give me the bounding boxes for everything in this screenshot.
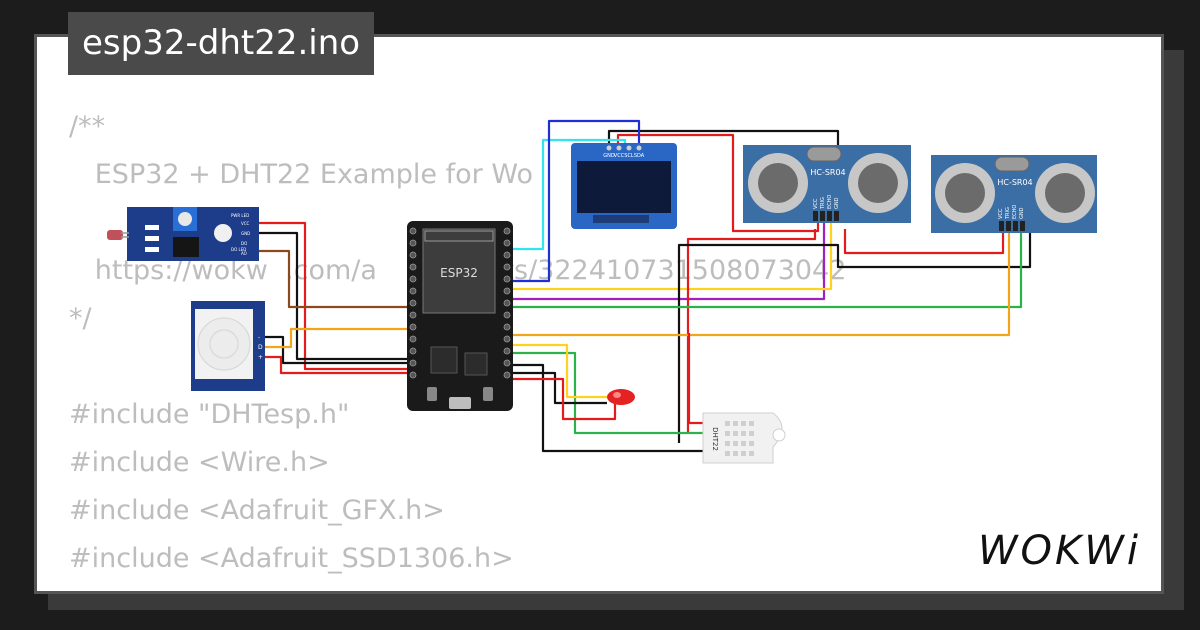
project-title: esp32-dht22.ino: [68, 12, 375, 75]
wire-pir-minus: [265, 335, 411, 365]
wire-pir-plus: [265, 355, 411, 375]
wire-us1-vcc: [686, 229, 817, 433]
ultrasonic-2-label: HC-SR04: [997, 178, 1032, 187]
oled-pin-label: GND: [603, 153, 615, 159]
us2-pin-label: ECHO: [1012, 205, 1018, 219]
oled-display: GND VCC SCL SDA: [571, 143, 677, 229]
us1-pin-label: GND: [834, 197, 840, 209]
pir-pin-label: +: [258, 354, 263, 361]
wire-us1-trig: [511, 213, 826, 301]
wokwi-logo: WOKWi: [978, 528, 1141, 574]
us1-pin-label: TRIG: [820, 197, 826, 210]
us2-pin-label: GND: [1019, 207, 1025, 219]
wire-pir-data: [265, 327, 411, 349]
wire-led-red: [511, 377, 617, 421]
oled-pin-label: SCL: [624, 153, 634, 159]
esp32-label: ESP32: [440, 266, 478, 280]
wire-oled-scl: [511, 138, 627, 251]
oled-pin-label: VCC: [614, 153, 625, 159]
ultrasonic-1-label: HC-SR04: [810, 168, 845, 177]
wire-dht-data: [511, 351, 703, 435]
wire-dht-vcc: [687, 333, 703, 425]
code-line: #include <Wire.h>: [69, 447, 330, 478]
wire-ldr-gnd: [259, 231, 411, 361]
pir-sensor: - D +: [191, 301, 265, 391]
wire-oled-vcc: [616, 133, 820, 233]
wire-us1-echo: [511, 213, 833, 291]
ldr-led-label: DO LED: [231, 247, 246, 252]
wire-ldr-vcc: [259, 221, 411, 371]
ultrasonic-sensor-1: HC-SR04 VCC TRIG ECHO GND: [743, 145, 911, 223]
wire-us2-echo: [511, 227, 1023, 309]
project-card[interactable]: /** ESP32 + DHT22 Example for Wo https:/…: [34, 34, 1164, 594]
code-line: ESP32 + DHT22 Example for Wo: [69, 159, 533, 190]
ldr-pin-label: AO: [241, 251, 247, 256]
code-line: */: [69, 303, 92, 334]
us1-pin-label: ECHO: [827, 195, 833, 209]
dht22-sensor: DHT22: [702, 412, 786, 464]
ldr-pin-label: VCC: [241, 221, 250, 226]
wire-dht-gnd: [511, 363, 703, 453]
ldr-pin-label: GND: [241, 231, 250, 236]
ldr-module: PWR LED DO LED VCC GND DO AO: [107, 207, 259, 261]
pir-pin-label: D: [258, 344, 263, 351]
wire-us1-gnd: [843, 227, 1005, 255]
wire-led-cathode: [511, 371, 607, 405]
us1-pin-label: VCC: [813, 198, 819, 209]
ldr-pin-label: DO: [241, 241, 247, 246]
red-led: [607, 389, 635, 405]
wire-ldr-ao: [259, 249, 411, 309]
code-line: #include <Adafruit_SSD1306.h>: [69, 543, 514, 574]
us2-pin-label: TRIG: [1005, 207, 1011, 220]
ultrasonic-sensor-2: HC-SR04 VCC TRIG ECHO GND: [931, 155, 1097, 233]
wire-oled-sda: [511, 119, 641, 283]
dht22-label: DHT22: [711, 427, 719, 451]
ldr-led-label: PWR LED: [231, 213, 249, 218]
esp32-board: ESP32: [407, 221, 513, 411]
pir-pin-label: -: [258, 334, 260, 341]
code-line: /**: [69, 111, 106, 142]
circuit-diagram: ESP32 GND VCC: [107, 119, 1097, 464]
oled-pin-label: SDA: [634, 153, 645, 159]
us2-pin-label: VCC: [998, 208, 1004, 219]
wire-us2-gnd: [677, 227, 1032, 443]
wire-led-anode: [511, 343, 607, 399]
wire-us2-trig: [511, 227, 1011, 337]
code-line: #include <Adafruit_GFX.h>: [69, 495, 445, 526]
code-line: #include "DHTesp.h": [69, 399, 350, 430]
